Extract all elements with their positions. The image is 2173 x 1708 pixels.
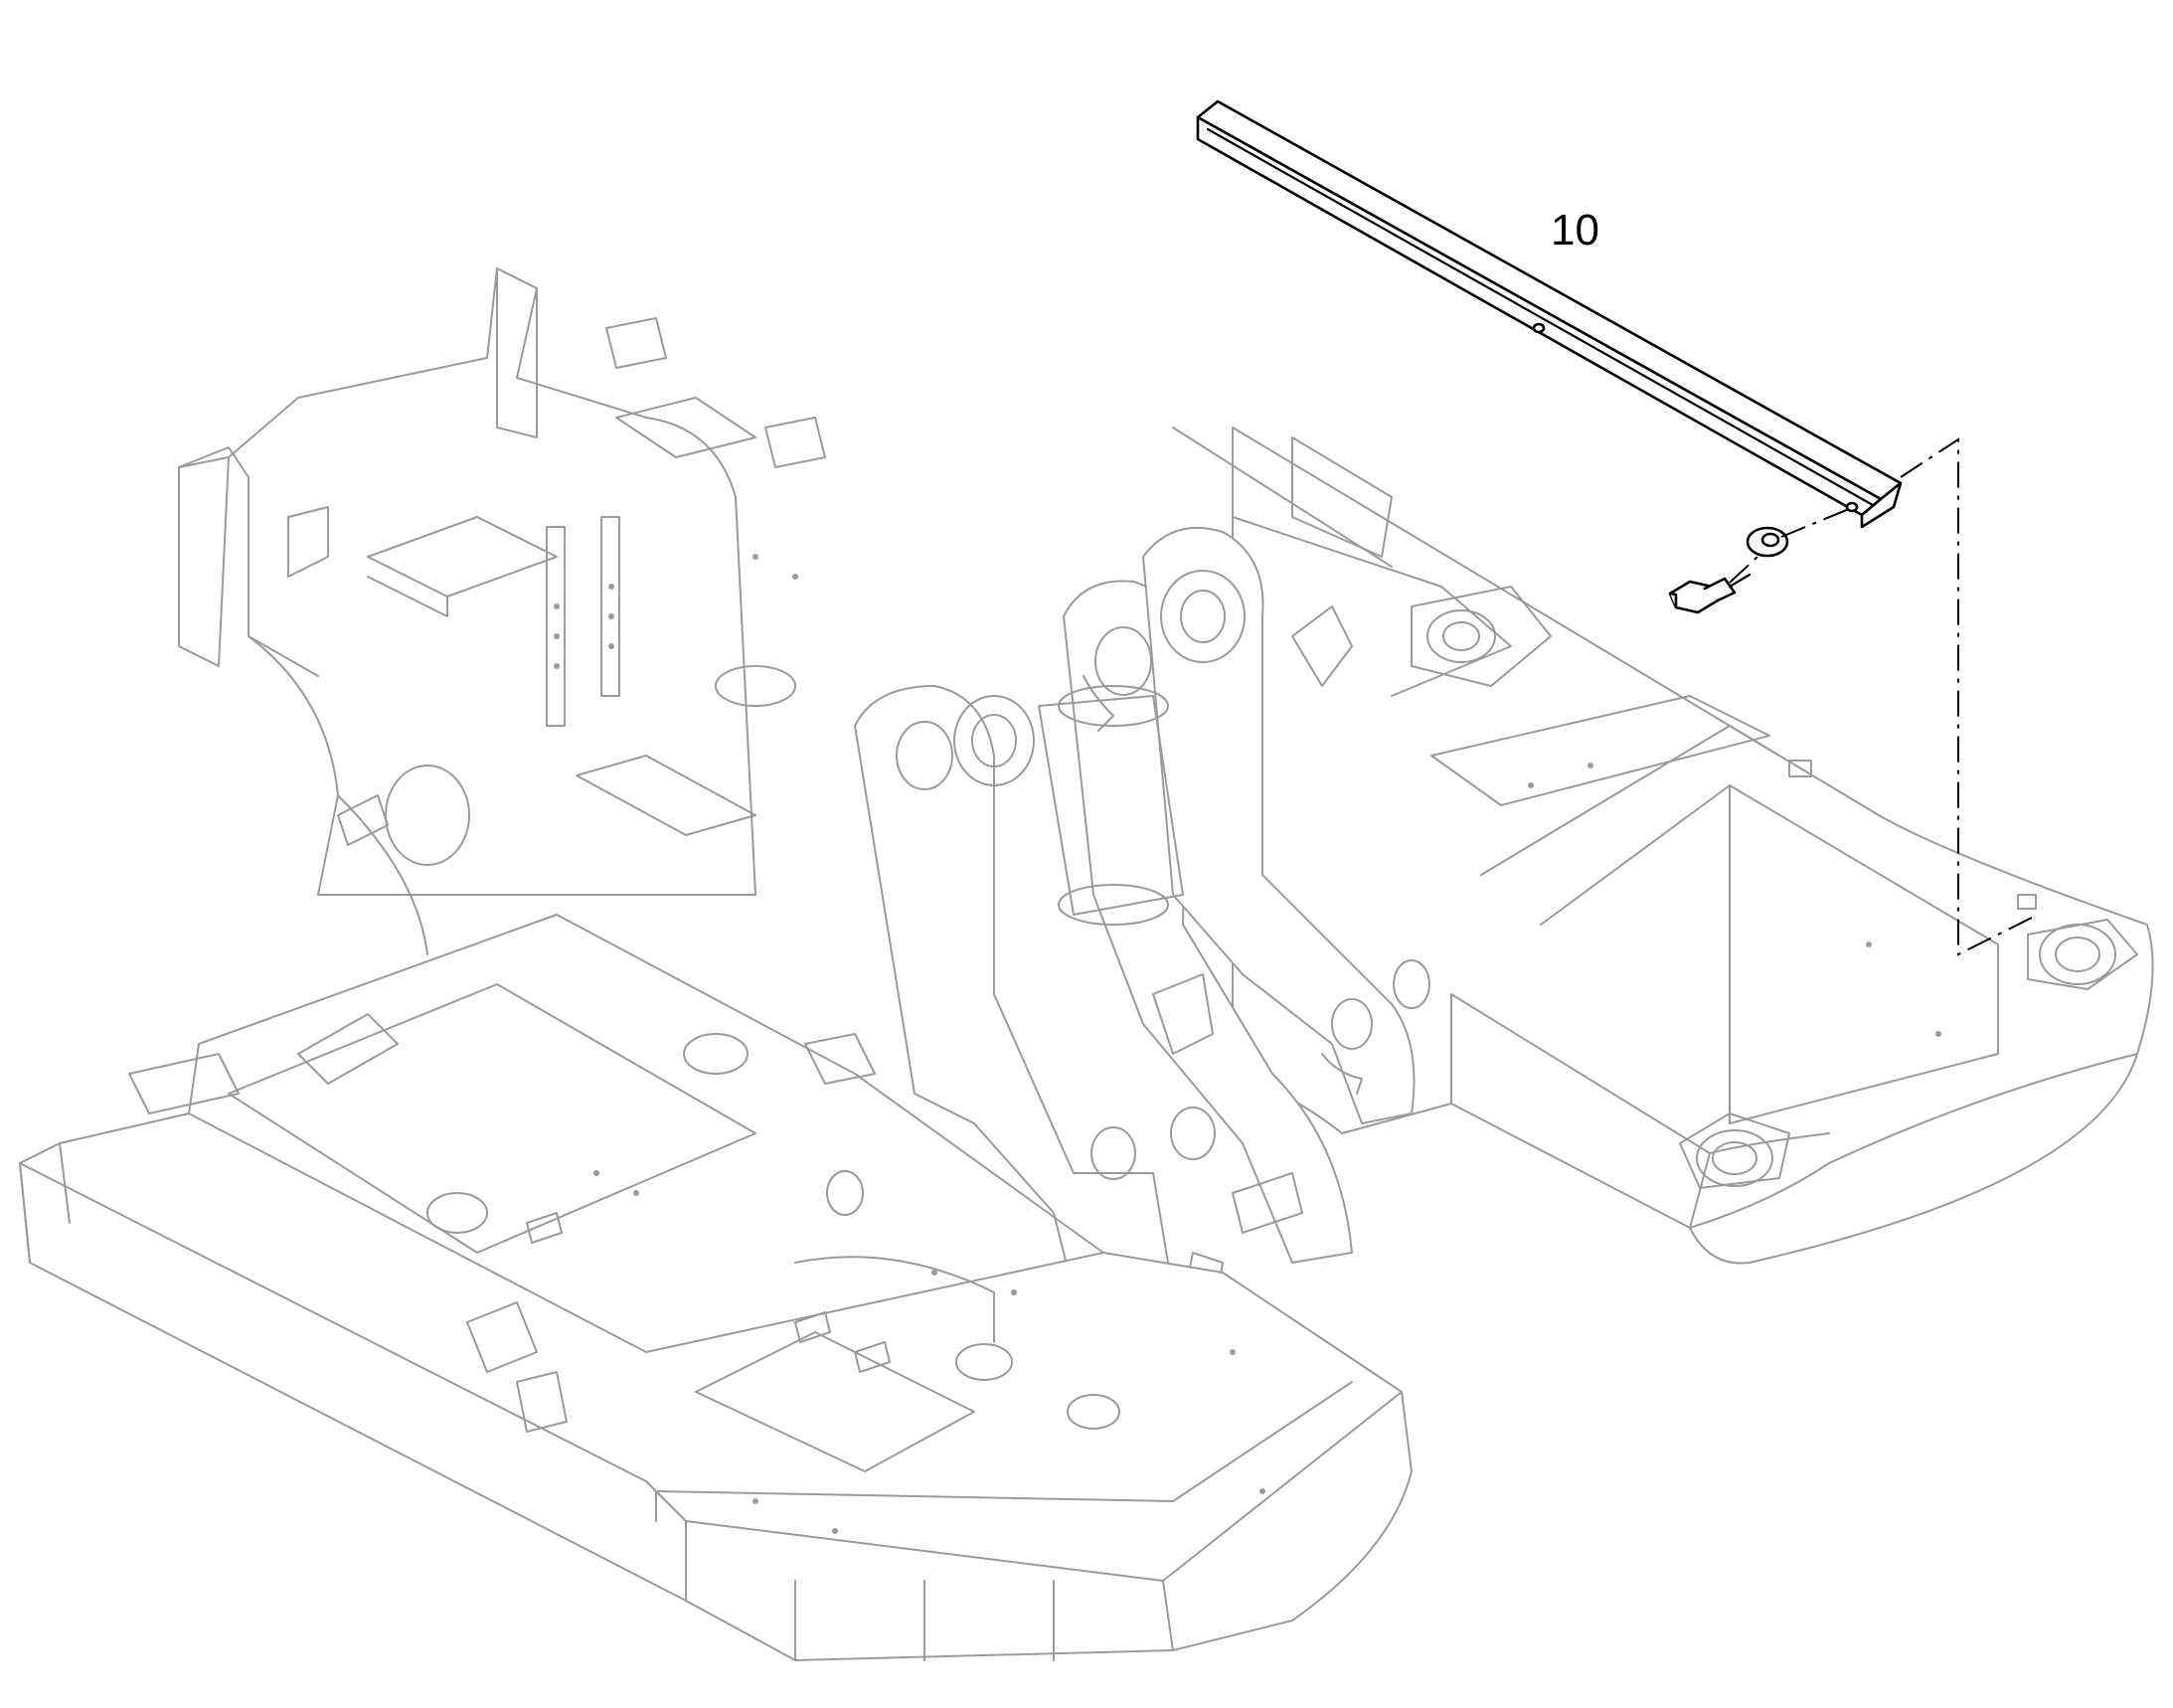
washer (1746, 526, 1789, 558)
bolt (1668, 573, 1752, 614)
bar-hole-end (1845, 501, 1859, 513)
left-tower-section (178, 267, 826, 955)
front-deck-section (19, 914, 1413, 1661)
detail-dots (554, 554, 1941, 1534)
right-frame-section (1172, 427, 2154, 1265)
assembly-lines (1729, 437, 2039, 956)
central-pivot-section (854, 526, 1430, 1323)
part-number-label: 10 (1551, 206, 1599, 255)
bar-hole-center (1532, 322, 1546, 334)
part-10-angle-bar (1196, 99, 1903, 529)
